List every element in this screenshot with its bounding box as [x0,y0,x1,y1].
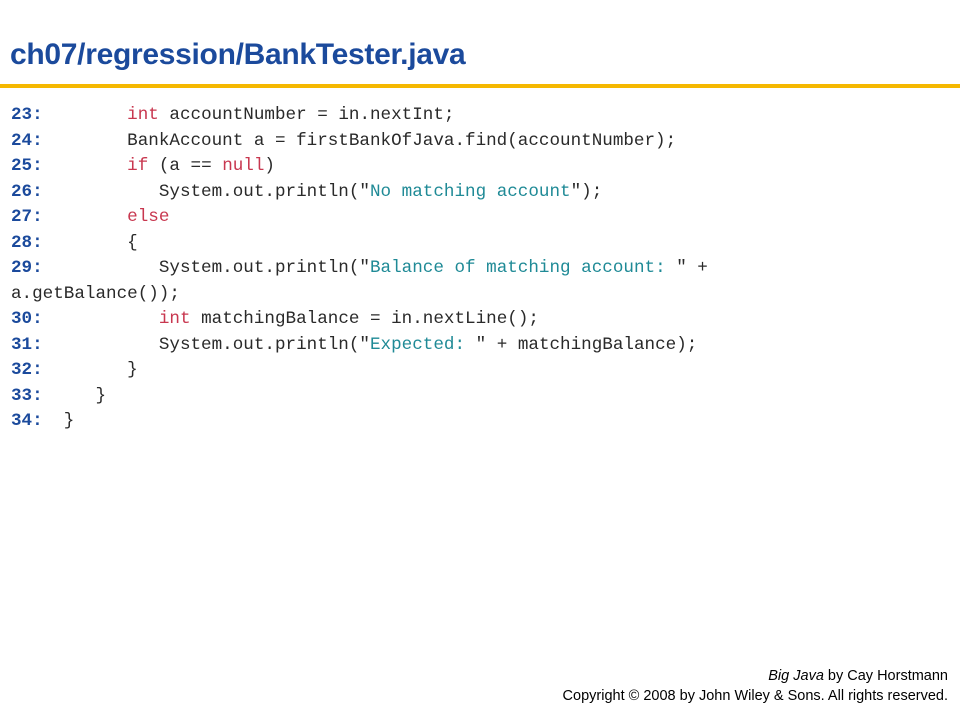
line-number: 28: [11,232,43,253]
code-text [43,207,127,227]
line-number: 33: [11,385,43,406]
code-keyword: if [127,156,149,176]
code-keyword: null [222,156,265,176]
code-text: System.out.println(" [42,258,370,278]
code-string: No matching account [370,181,571,202]
code-text: } [42,411,75,431]
line-number: 25: [11,156,43,176]
code-line: 32: } [11,358,708,384]
footer-credit: Big Java by Cay Horstmann [563,666,948,686]
code-line: 31: System.out.println("Expected: " + ma… [11,333,708,359]
code-listing: 23: int accountNumber = in.nextInt;24: B… [11,103,708,435]
line-number: 30: [11,309,43,329]
footer: Big Java by Cay Horstmann Copyright © 20… [563,666,948,706]
code-text [43,309,159,329]
code-line: 29: System.out.println("Balance of match… [11,256,708,282]
code-line: 23: int accountNumber = in.nextInt; [11,103,708,129]
line-number: 23: [11,105,43,125]
line-number: 26: [11,181,43,202]
code-keyword: int [127,105,159,125]
code-string: Balance of matching account: [370,258,677,278]
code-text: a.getBalance()); [11,283,180,304]
line-number: 27: [11,207,43,227]
code-keyword: int [158,309,191,329]
code-text: (a == [148,156,223,176]
code-line: 24: BankAccount a = firstBankOfJava.find… [11,129,708,155]
line-number: 32: [11,360,43,380]
code-line: 33: } [11,384,708,410]
code-text: BankAccount a = firstBankOfJava.find(acc… [42,130,677,151]
code-text [43,156,127,176]
author: by Cay Horstmann [823,668,948,684]
code-text: System.out.println(" [42,181,370,202]
code-text: accountNumber = in.nextInt; [158,105,455,125]
title-divider [0,84,960,88]
line-number: 24: [11,130,43,151]
code-text: ) [264,156,275,176]
line-number: 31: [11,334,43,355]
line-number: 34: [11,411,43,431]
code-text: matchingBalance = in.nextLine(); [190,309,539,329]
code-line: 28: { [11,231,708,257]
code-line: 27: else [11,205,708,231]
code-text: { [42,232,138,253]
code-line: a.getBalance()); [11,282,708,308]
code-line: 25: if (a == null) [11,154,708,180]
line-number: 29: [11,258,43,278]
code-text: } [42,385,107,406]
code-text: System.out.println(" [42,334,370,355]
code-text [43,105,127,125]
code-keyword: else [127,207,170,227]
slide-title: ch07/regression/BankTester.java [10,38,466,71]
copyright: Copyright © 2008 by John Wiley & Sons. A… [562,688,948,704]
code-text: " + matchingBalance); [475,334,698,355]
code-text: } [42,360,138,380]
code-line: 30: int matchingBalance = in.nextLine(); [11,307,708,333]
code-text: " + [676,258,708,278]
book-title: Big Java [768,668,824,684]
code-text: "); [570,181,603,202]
code-string: Expected: [370,334,476,355]
code-line: 34: } [11,409,708,435]
code-line: 26: System.out.println("No matching acco… [11,180,708,206]
